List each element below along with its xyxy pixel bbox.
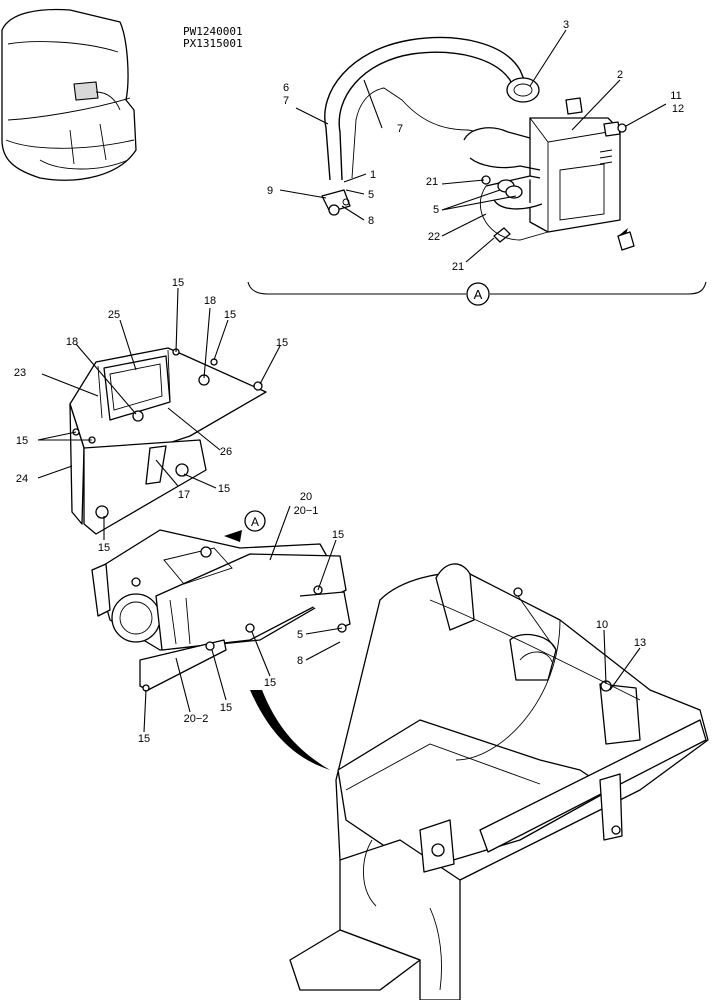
callout-22: 22	[428, 231, 440, 243]
callout-1: 1	[370, 169, 376, 181]
callout-15g: 15	[98, 542, 110, 554]
callout-7a: 7	[283, 95, 289, 107]
callout-15c: 15	[276, 337, 288, 349]
machine-frame-assembly	[289, 563, 709, 1000]
callout-15f: 15	[332, 529, 344, 541]
installation-arrow	[250, 690, 330, 770]
machine-thumbnail	[1, 8, 137, 181]
callout-15d: 15	[16, 435, 28, 447]
leader-lines	[37, 29, 667, 733]
detail-bracket-left	[247, 281, 466, 295]
callout-20-1: 20−1	[294, 505, 319, 517]
serial-number-2: PX1315001	[183, 37, 243, 50]
callout-15i: 15	[220, 702, 232, 714]
callout-7b: 7	[397, 123, 403, 135]
callout-15e: 15	[218, 483, 230, 495]
callout-6: 6	[283, 82, 289, 94]
callout-15j: 15	[138, 733, 150, 745]
callout-11: 11	[670, 90, 681, 102]
detail-a-circle-marker	[466, 282, 490, 306]
callout-24: 24	[16, 473, 28, 485]
callout-15h: 15	[264, 677, 276, 689]
callout-5c: 5	[297, 629, 303, 641]
heater-unit-20	[91, 529, 351, 692]
duct-cover-panel	[69, 347, 267, 535]
callout-5a: 5	[368, 189, 374, 201]
detail-a-ref-marker	[244, 510, 266, 532]
detail-a-label: A	[474, 287, 483, 302]
callout-17: 17	[178, 489, 190, 501]
serial-number-1: PW1240001	[183, 25, 243, 38]
detail-a-heater-assembly	[321, 36, 635, 251]
callout-18a: 18	[204, 295, 216, 307]
callout-18b: 18	[66, 336, 78, 348]
callout-5b: 5	[433, 204, 439, 216]
callout-15a: 15	[172, 277, 184, 289]
callout-26: 26	[220, 446, 232, 458]
callout-25: 25	[108, 309, 120, 321]
callout-8a: 8	[368, 215, 374, 227]
callout-12: 12	[672, 103, 684, 115]
callout-20-2: 20−2	[184, 713, 209, 725]
callout-9: 9	[267, 185, 273, 197]
callout-8b: 8	[297, 655, 303, 667]
callout-labels: 3 2 6 7 7 11 12 1 9 5 8 21 5 22 21 15 18…	[14, 19, 684, 745]
callout-15b: 15	[224, 309, 236, 321]
callout-10: 10	[596, 619, 608, 631]
callout-13: 13	[634, 637, 646, 649]
callout-2: 2	[617, 69, 623, 81]
callout-23: 23	[14, 367, 26, 379]
detail-bracket-right	[490, 281, 707, 295]
callout-21a: 21	[426, 176, 438, 188]
callout-20: 20	[300, 491, 312, 503]
detail-a-ref-label: A	[251, 515, 259, 529]
callout-3: 3	[563, 19, 569, 31]
callout-21b: 21	[452, 261, 464, 273]
